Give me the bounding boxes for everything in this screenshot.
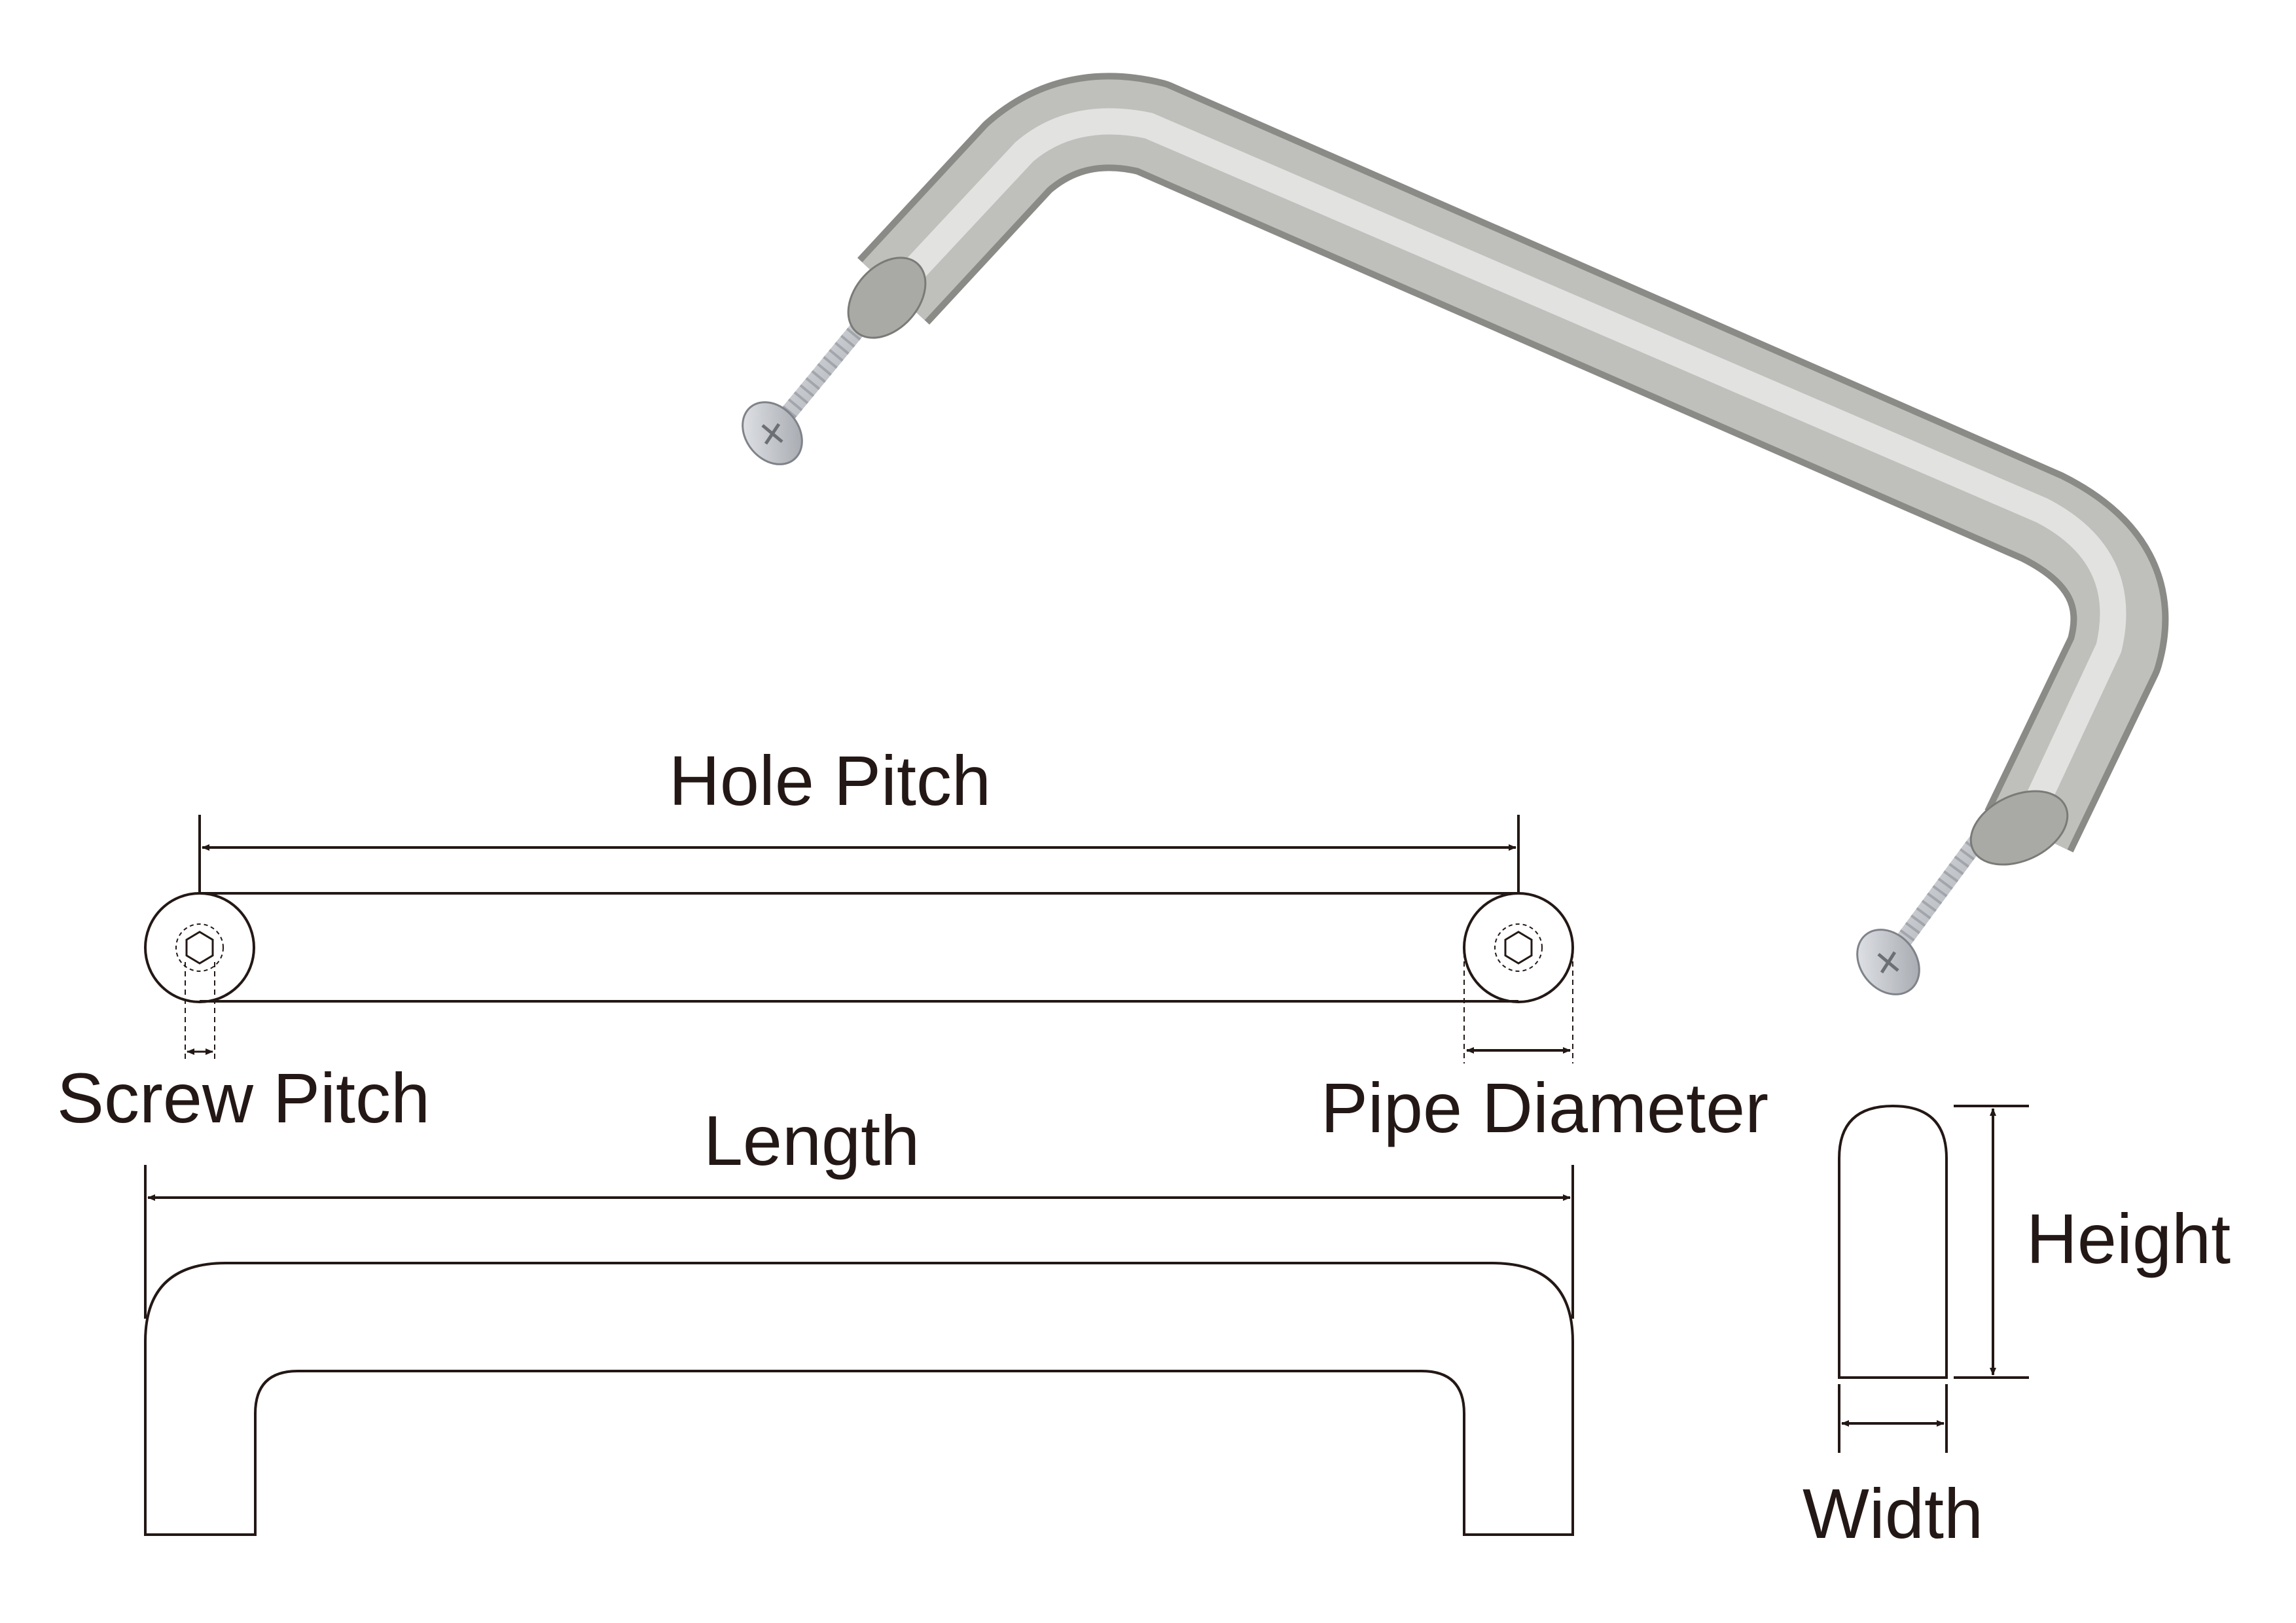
handle-front-outline	[144, 1262, 1574, 1536]
length-label: Length	[704, 1101, 920, 1180]
screw-pitch-label: Screw Pitch	[57, 1058, 430, 1137]
height-label: Height	[2026, 1199, 2231, 1278]
left-hex-socket	[185, 931, 214, 965]
right-hole-circle	[1463, 892, 1574, 1003]
pipe-diameter-label: Pipe Diameter	[1321, 1068, 1768, 1147]
hole-pitch-label: Hole Pitch	[669, 741, 991, 820]
front-view-diagram	[144, 1165, 1574, 1536]
cross-section-diagram	[1838, 1104, 2029, 1453]
right-end-cap	[1969, 790, 2069, 866]
width-label: Width	[1803, 1474, 1983, 1553]
handle-photo	[742, 73, 2169, 995]
right-hex-socket	[1504, 931, 1533, 965]
cross-section-outline	[1838, 1104, 1948, 1379]
left-hole-circle	[144, 892, 255, 1003]
top-view-diagram	[144, 815, 1574, 1063]
left-end-cap	[847, 257, 927, 339]
